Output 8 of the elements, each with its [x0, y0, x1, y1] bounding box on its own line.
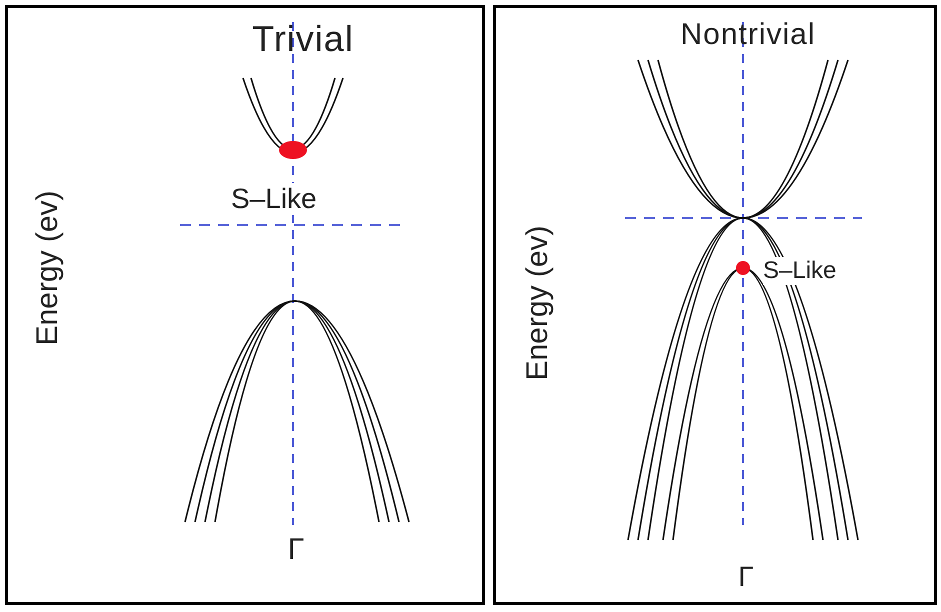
band-diagram-panel: [493, 5, 937, 605]
band-label: S–Like: [763, 257, 836, 285]
panel-title: Trivial: [252, 18, 354, 60]
axis-label: Energy (ev): [31, 190, 65, 346]
band-label: S–Like: [231, 183, 317, 215]
band-diagram-panel: [5, 5, 485, 605]
panel-title: Nontrivial: [680, 18, 816, 52]
axis-label: Energy (ev): [521, 225, 555, 381]
